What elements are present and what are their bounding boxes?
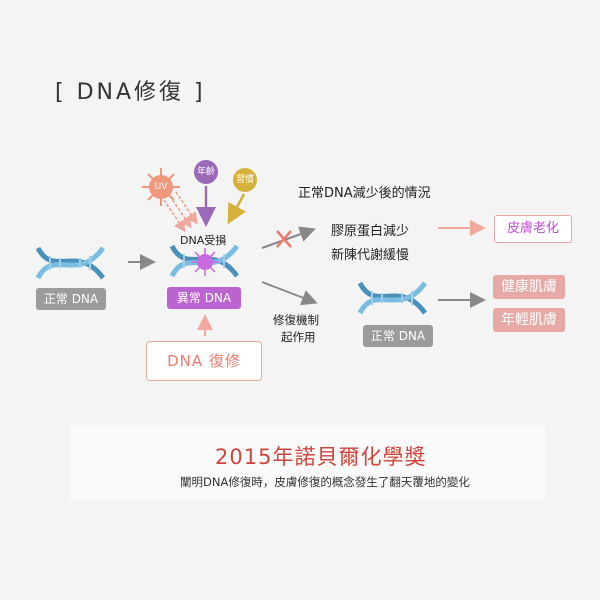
- banner-subtitle: 闡明DNA修復時，皮膚修復的概念發生了翻天覆地的變化: [180, 475, 470, 489]
- nobel-banner: [70, 425, 545, 500]
- cross-icon: [276, 230, 292, 248]
- uv-label: UV: [154, 182, 168, 192]
- normal-dna-right-badge: 正常 DNA: [363, 325, 433, 347]
- young-skin-badge: 年輕肌膚: [493, 308, 565, 332]
- arrow-to-repair: [261, 281, 318, 306]
- age-factor: 年齡: [194, 160, 218, 184]
- dna-helix-icon: [35, 246, 106, 280]
- damaged-dna-helix-icon: [169, 244, 240, 278]
- abnormal-dna-badge: 異常 DNA: [167, 287, 241, 309]
- banner-title: 2015年諾貝爾化學獎: [215, 445, 427, 469]
- habit-label: 習慣: [235, 175, 254, 185]
- arrow-to-reduction: [261, 226, 316, 249]
- repair-mechanism-line2: 起作用: [281, 330, 316, 344]
- habit-arrow: [227, 193, 246, 225]
- aging-box: 皮膚老化: [494, 215, 572, 243]
- habit-factor: 習慣: [233, 168, 257, 192]
- reduction-heading: 正常DNA減少後的情況: [298, 186, 431, 201]
- damage-label: DNA受損: [180, 234, 227, 247]
- repaired-dna-helix-icon: [357, 281, 428, 315]
- dna-repair-box: DNA 復修: [146, 341, 262, 381]
- normal-dna-left-badge: 正常 DNA: [36, 288, 106, 310]
- page-title: [ DNA修復 ]: [55, 80, 206, 105]
- uv-rays: [163, 191, 198, 233]
- healthy-skin-badge: 健康肌膚: [493, 275, 565, 299]
- effect-collagen: 膠原蛋白減少: [331, 224, 410, 239]
- age-label: 年齡: [196, 167, 215, 177]
- uv-factor: UV: [149, 175, 173, 199]
- effect-metabolism: 新陳代謝緩慢: [331, 248, 410, 263]
- repair-mechanism-line1: 修復機制: [273, 313, 319, 327]
